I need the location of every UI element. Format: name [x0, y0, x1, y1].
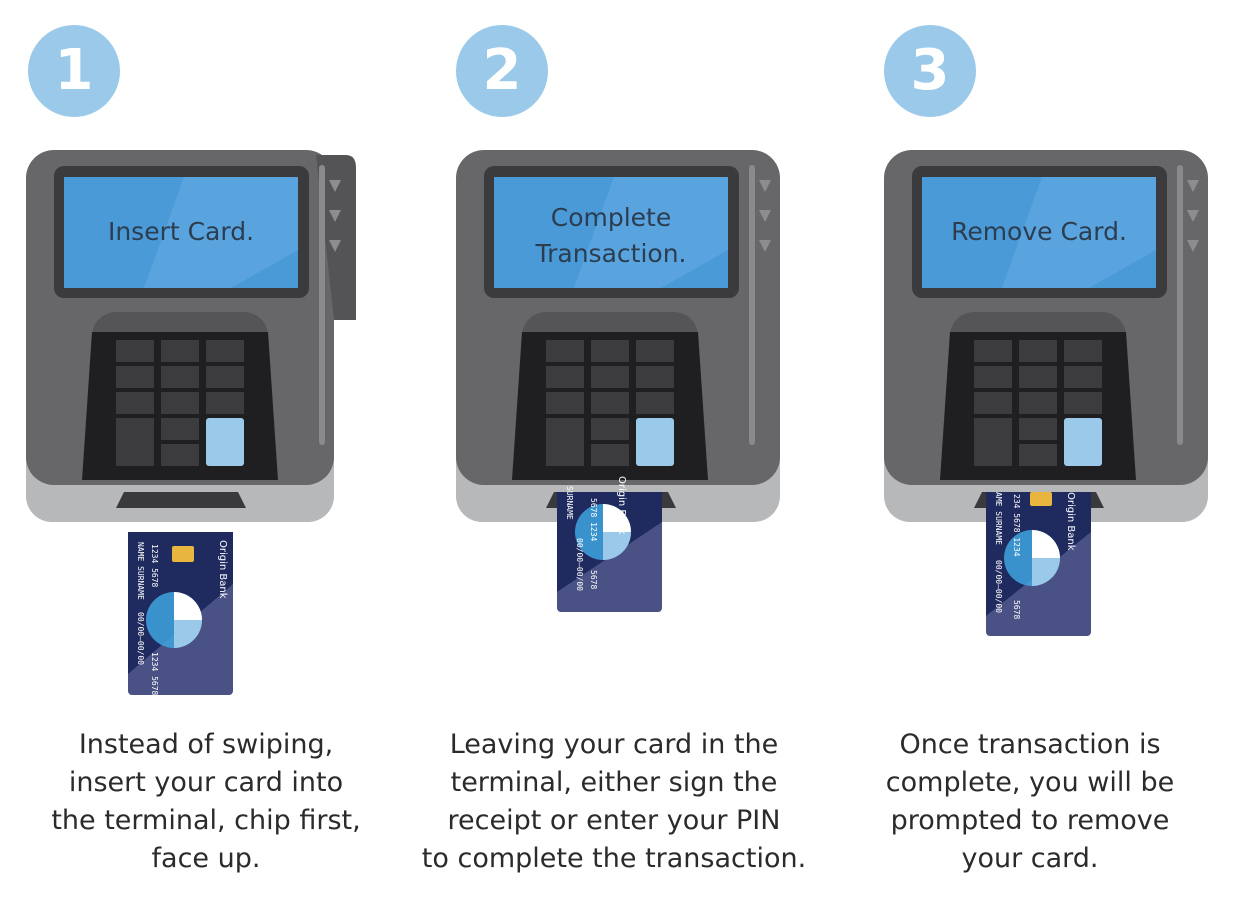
step-3: 3 Remove Card. [828, 0, 1242, 908]
card-terminal-illustration: Insert Card. Origin Bank 1234 5678 1234 … [26, 150, 356, 696]
caption-line: the terminal, chip first, [51, 805, 361, 836]
caption-line: your card. [961, 843, 1099, 874]
caption-line: complete, you will be [885, 767, 1175, 798]
chip-icon [1030, 492, 1052, 506]
card-bank-name: Origin Bank [217, 540, 228, 599]
credit-card: Origin Bank 234 5678 1234 5678 AME SURNA… [986, 492, 1091, 636]
screen-message-line-1: Complete [551, 203, 671, 232]
card-number-line-1: 1234 5678 [150, 544, 159, 588]
card-expiry: 00/00–00/00 [136, 612, 145, 665]
step-number-badge: 3 [884, 25, 976, 117]
card-number-line-1: 234 5678 1234 [1012, 494, 1021, 557]
step-1: 1 Insert Card. [0, 0, 414, 908]
card-reader-terminal [456, 150, 780, 522]
credit-card: Origin Bank 1234 5678 1234 5678 NAME SUR… [128, 532, 233, 696]
card-bank-name: Origin Bank [1065, 492, 1076, 551]
caption-line: Once transaction is [899, 729, 1161, 760]
step-number-badge: 2 [456, 25, 548, 117]
step-caption: Once transaction is complete, you will b… [823, 726, 1237, 878]
card-number-line-2: 5678 [1012, 600, 1021, 619]
card-reader-terminal [26, 150, 356, 522]
caption-line: terminal, either sign the [450, 767, 778, 798]
card-expiry: 00/00–00/00 [575, 538, 584, 591]
step-caption: Leaving your card in the terminal, eithe… [407, 726, 821, 878]
screen-message-line-2: Transaction. [535, 239, 687, 268]
caption-line: prompted to remove [890, 805, 1170, 836]
chip-icon [172, 546, 194, 562]
card-bank-name: Origin Bank [616, 476, 627, 535]
credit-card: Origin Bank 5678 1234 5678 SURNAME 00/00… [557, 476, 662, 612]
step-number-badge: 1 [28, 25, 120, 117]
step-caption: Instead of swiping, insert your card int… [0, 726, 413, 878]
card-holder-name: SURNAME [565, 486, 574, 520]
caption-line: receipt or enter your PIN [447, 805, 781, 836]
caption-line: insert your card into [68, 767, 344, 798]
card-number-line-2: 5678 [589, 570, 598, 589]
card-holder-name: AME SURNAME [994, 492, 1003, 545]
card-terminal-illustration: Remove Card. Origin Bank 234 5678 1234 5… [884, 150, 1208, 636]
card-number-line-2: 1234 5678 [150, 652, 159, 696]
card-holder-name: NAME SURNAME [136, 542, 145, 600]
caption-line: Leaving your card in the [449, 729, 779, 760]
screen-message-line-1: Insert Card. [108, 217, 254, 246]
card-terminal-illustration: Complete Transaction. Origin Bank 5678 1… [456, 150, 780, 612]
caption-line: to complete the transaction. [421, 843, 807, 874]
caption-line: face up. [151, 843, 261, 874]
card-expiry: 00/00–00/00 [994, 560, 1003, 613]
caption-line: Instead of swiping, [78, 729, 334, 760]
card-reader-terminal [884, 150, 1208, 522]
screen-message-line-1: Remove Card. [951, 217, 1127, 246]
card-number-line-1: 5678 1234 [589, 498, 598, 542]
step-2: 2 Complete Transaction. [414, 0, 828, 908]
